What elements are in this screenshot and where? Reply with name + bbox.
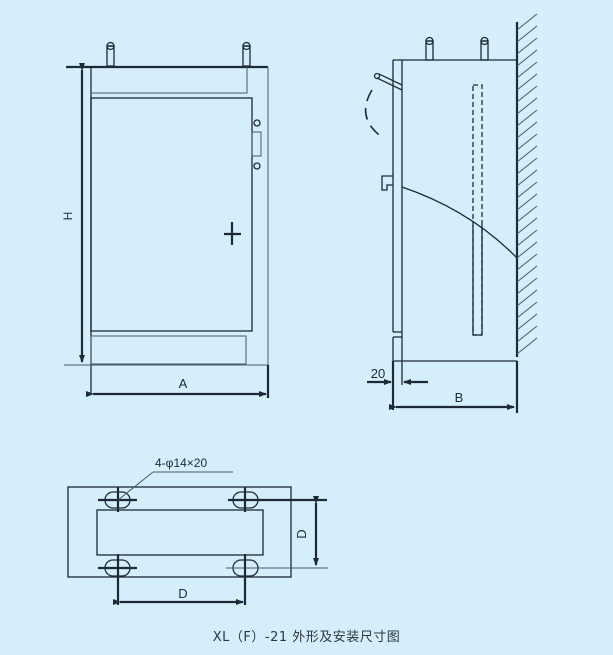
height-dimension-label: H xyxy=(61,212,75,221)
hole-spec-label: 4-φ14×20 xyxy=(155,456,207,470)
mounting-slot-icon xyxy=(226,554,328,605)
lifting-bolt-icon xyxy=(106,41,115,67)
figure-caption: XL（F）-21 外形及安装尺寸图 xyxy=(212,630,401,645)
lifting-bolt-icon xyxy=(480,36,489,61)
door-handle-icon xyxy=(224,222,241,245)
lifting-bolt-icon xyxy=(242,41,251,67)
vertical-spacing-label: D xyxy=(294,529,309,538)
mounting-slot-icon xyxy=(98,487,137,512)
horizontal-spacing-label: D xyxy=(178,586,187,601)
width-dimension-label: A xyxy=(179,376,188,391)
offset-dimension-label: 20 xyxy=(371,366,385,381)
side-view: 20 B xyxy=(364,13,538,413)
mounting-slot-icon xyxy=(98,554,137,605)
wall-hatch xyxy=(515,13,538,357)
lifting-bolt-icon xyxy=(425,36,434,61)
base-mounting-view: 4-φ14×20 D D xyxy=(67,456,328,605)
mounting-slot-icon xyxy=(228,487,327,512)
depth-dimension-label: B xyxy=(455,390,464,405)
front-view: H A xyxy=(61,41,270,398)
